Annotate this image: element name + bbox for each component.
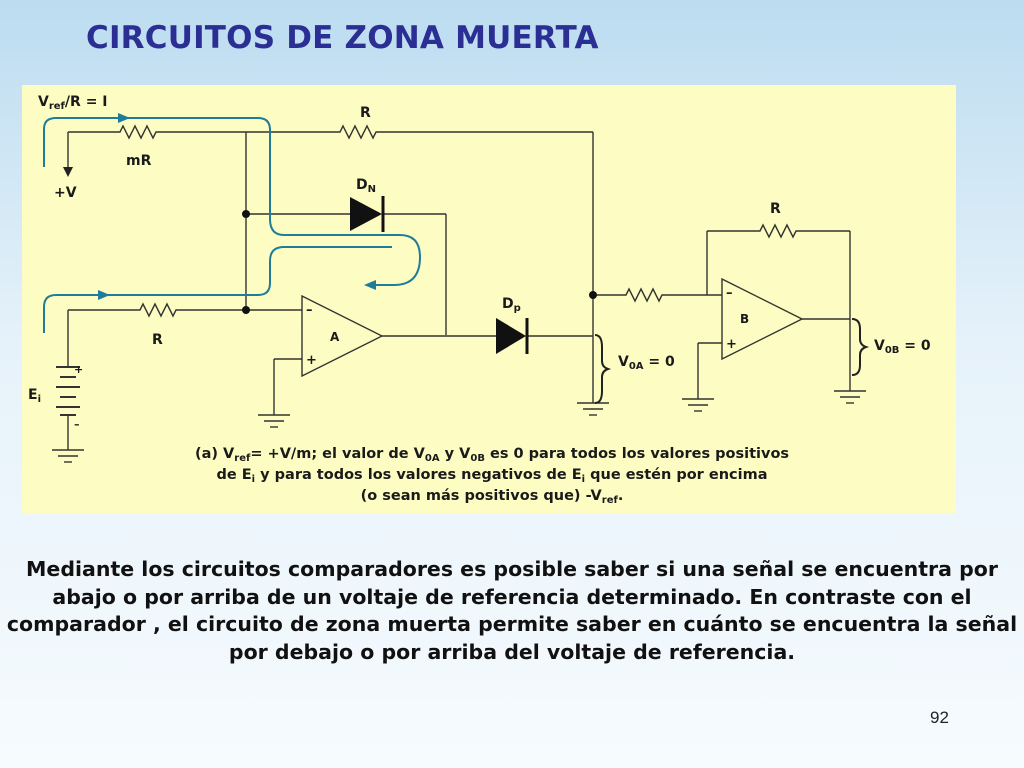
label-vref-over-r: Vref/R = I	[38, 94, 108, 112]
ground-v0b	[834, 390, 866, 404]
current-arrowheads	[98, 113, 376, 300]
labels: Vref/R = I R mR +V DN Dp R R A B – + – +…	[28, 94, 931, 431]
label-b-minus: –	[726, 286, 733, 301]
label-amp-b: B	[740, 312, 749, 326]
diagram-caption: (a) Vref= +V/m; el valor de V0A y V0B es…	[195, 446, 789, 506]
diode-dp	[496, 318, 529, 354]
caption-line-1: (a) Vref= +V/m; el valor de V0A y V0B es…	[195, 446, 789, 464]
caption-line-3: (o sean más positivos que) -Vref.	[361, 488, 624, 506]
circuit-svg: Vref/R = I R mR +V DN Dp R R A B – + – +…	[28, 94, 931, 506]
page-number: 92	[930, 708, 949, 727]
label-battery-plus: +	[74, 363, 83, 376]
label-mr: mR	[126, 153, 152, 169]
slide-body-text: Mediante los circuitos comparadores es p…	[6, 557, 1018, 664]
brace-v0a	[594, 334, 612, 404]
label-battery-minus: –	[74, 418, 80, 431]
ground-ei	[52, 449, 84, 463]
wires	[67, 124, 851, 450]
resistor-r-feedback-b	[707, 223, 850, 239]
battery-ei	[56, 366, 80, 416]
ground-b	[682, 398, 714, 412]
current-arrows	[43, 117, 422, 333]
label-r-input: R	[152, 332, 163, 348]
resistor-r-input	[68, 302, 302, 318]
brace-v0b	[851, 318, 870, 376]
label-b-plus: +	[726, 337, 737, 352]
label-ei: Ei	[28, 387, 41, 405]
label-v0a: V0A = 0	[618, 354, 675, 372]
label-r-feedback-b: R	[770, 201, 781, 217]
ground-v0a	[577, 402, 609, 416]
label-a-plus: +	[306, 353, 317, 368]
caption-line-2: de Ei y para todos los valores negativos…	[217, 467, 768, 485]
label-v0b: V0B = 0	[874, 338, 931, 356]
resistor-b-input	[593, 287, 722, 303]
label-dp: Dp	[502, 296, 521, 314]
ground-symbols	[52, 390, 866, 463]
opamp-b-body	[721, 277, 804, 361]
circuit-diagram: Vref/R = I R mR +V DN Dp R R A B – + – +…	[22, 85, 956, 513]
diode-dn	[350, 196, 385, 232]
resistor-r-top	[246, 124, 593, 140]
opamp-a-body	[301, 294, 384, 378]
label-r-top: R	[360, 105, 371, 121]
plus-v-arrow	[63, 167, 73, 177]
resistor-mr	[68, 124, 246, 140]
current-path-reference	[43, 117, 422, 286]
ground-a	[258, 414, 290, 428]
label-dn: DN	[356, 177, 376, 195]
label-a-minus: –	[306, 303, 313, 318]
label-amp-a: A	[330, 330, 340, 344]
junction-dots	[242, 210, 597, 314]
slide-title: CIRCUITOS DE ZONA MUERTA	[86, 20, 599, 56]
current-path-input	[43, 246, 392, 333]
label-plus-v: +V	[54, 185, 77, 201]
